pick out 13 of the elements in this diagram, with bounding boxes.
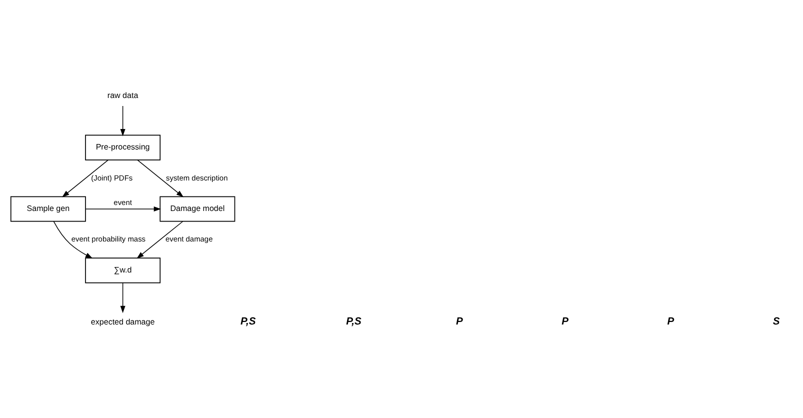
arrow: [120, 106, 126, 136]
label: P: [456, 316, 463, 328]
arrow: [136, 221, 184, 259]
label: P: [562, 316, 569, 328]
arrow: [53, 221, 93, 258]
label: P,S: [346, 316, 362, 328]
label: S: [772, 316, 780, 328]
label: P,S: [240, 316, 256, 328]
arrow: [137, 160, 184, 198]
arrow: [120, 282, 126, 314]
label: P: [667, 316, 674, 328]
arrow: [62, 160, 108, 198]
arrow: [85, 206, 162, 212]
